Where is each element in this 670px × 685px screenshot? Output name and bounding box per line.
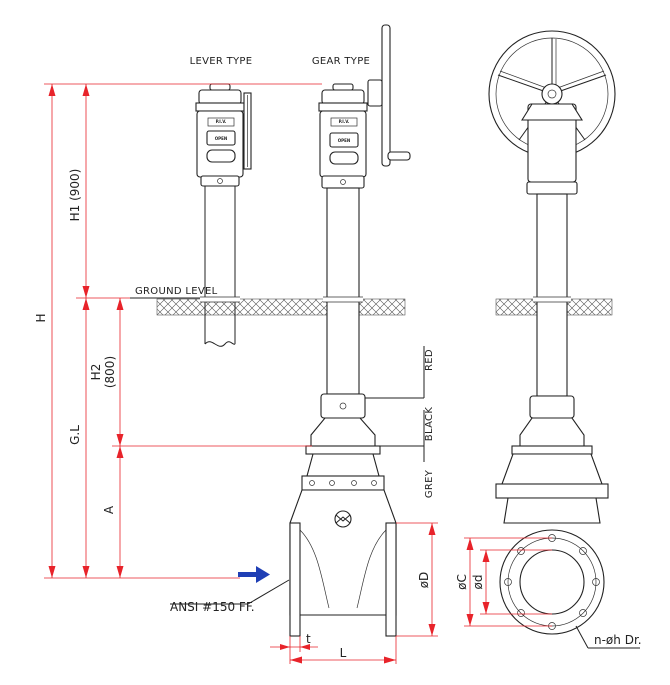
flange-spec-label: ANSI #150 FF.	[170, 600, 255, 614]
gear-type-label: GEAR TYPE	[312, 56, 370, 67]
piv-plate-label-gear: P.I.V.	[339, 119, 350, 124]
gear-type-post	[289, 24, 411, 637]
dim-l-label: L	[340, 646, 347, 660]
band-black-label: BLACK	[424, 407, 435, 442]
dim-a-label: A	[102, 505, 116, 514]
band-grey-label: GREY	[424, 469, 435, 498]
dim-h1-label: H1 (900)	[68, 169, 82, 222]
dim-h2-value: (800)	[103, 356, 117, 388]
leader-lines	[130, 297, 640, 649]
dim-h2-label: H2	[89, 364, 103, 381]
band-red-label: RED	[424, 349, 435, 371]
bolt-holes-label: n-øh Dr.	[594, 633, 642, 647]
lever-type-post	[195, 83, 252, 347]
dim-oc-label: øC	[455, 574, 469, 590]
dimension-lines	[44, 83, 552, 664]
dim-h-label: H	[34, 313, 48, 322]
ground-level-label: GROUND LEVEL	[135, 286, 218, 297]
side-view-valve	[488, 30, 616, 635]
open-plate-label-gear: OPEN	[338, 138, 350, 143]
dim-gl-label: G.L	[68, 425, 82, 445]
open-plate-label-lever: OPEN	[215, 136, 227, 141]
dim-od-small-label: ød	[471, 575, 485, 590]
flow-arrow	[238, 566, 270, 583]
lever-type-label: LEVER TYPE	[190, 56, 253, 67]
piv-plate-label-lever: P.I.V.	[216, 119, 227, 124]
dim-od-label: øD	[417, 572, 431, 589]
dim-t-label: t	[306, 632, 311, 646]
